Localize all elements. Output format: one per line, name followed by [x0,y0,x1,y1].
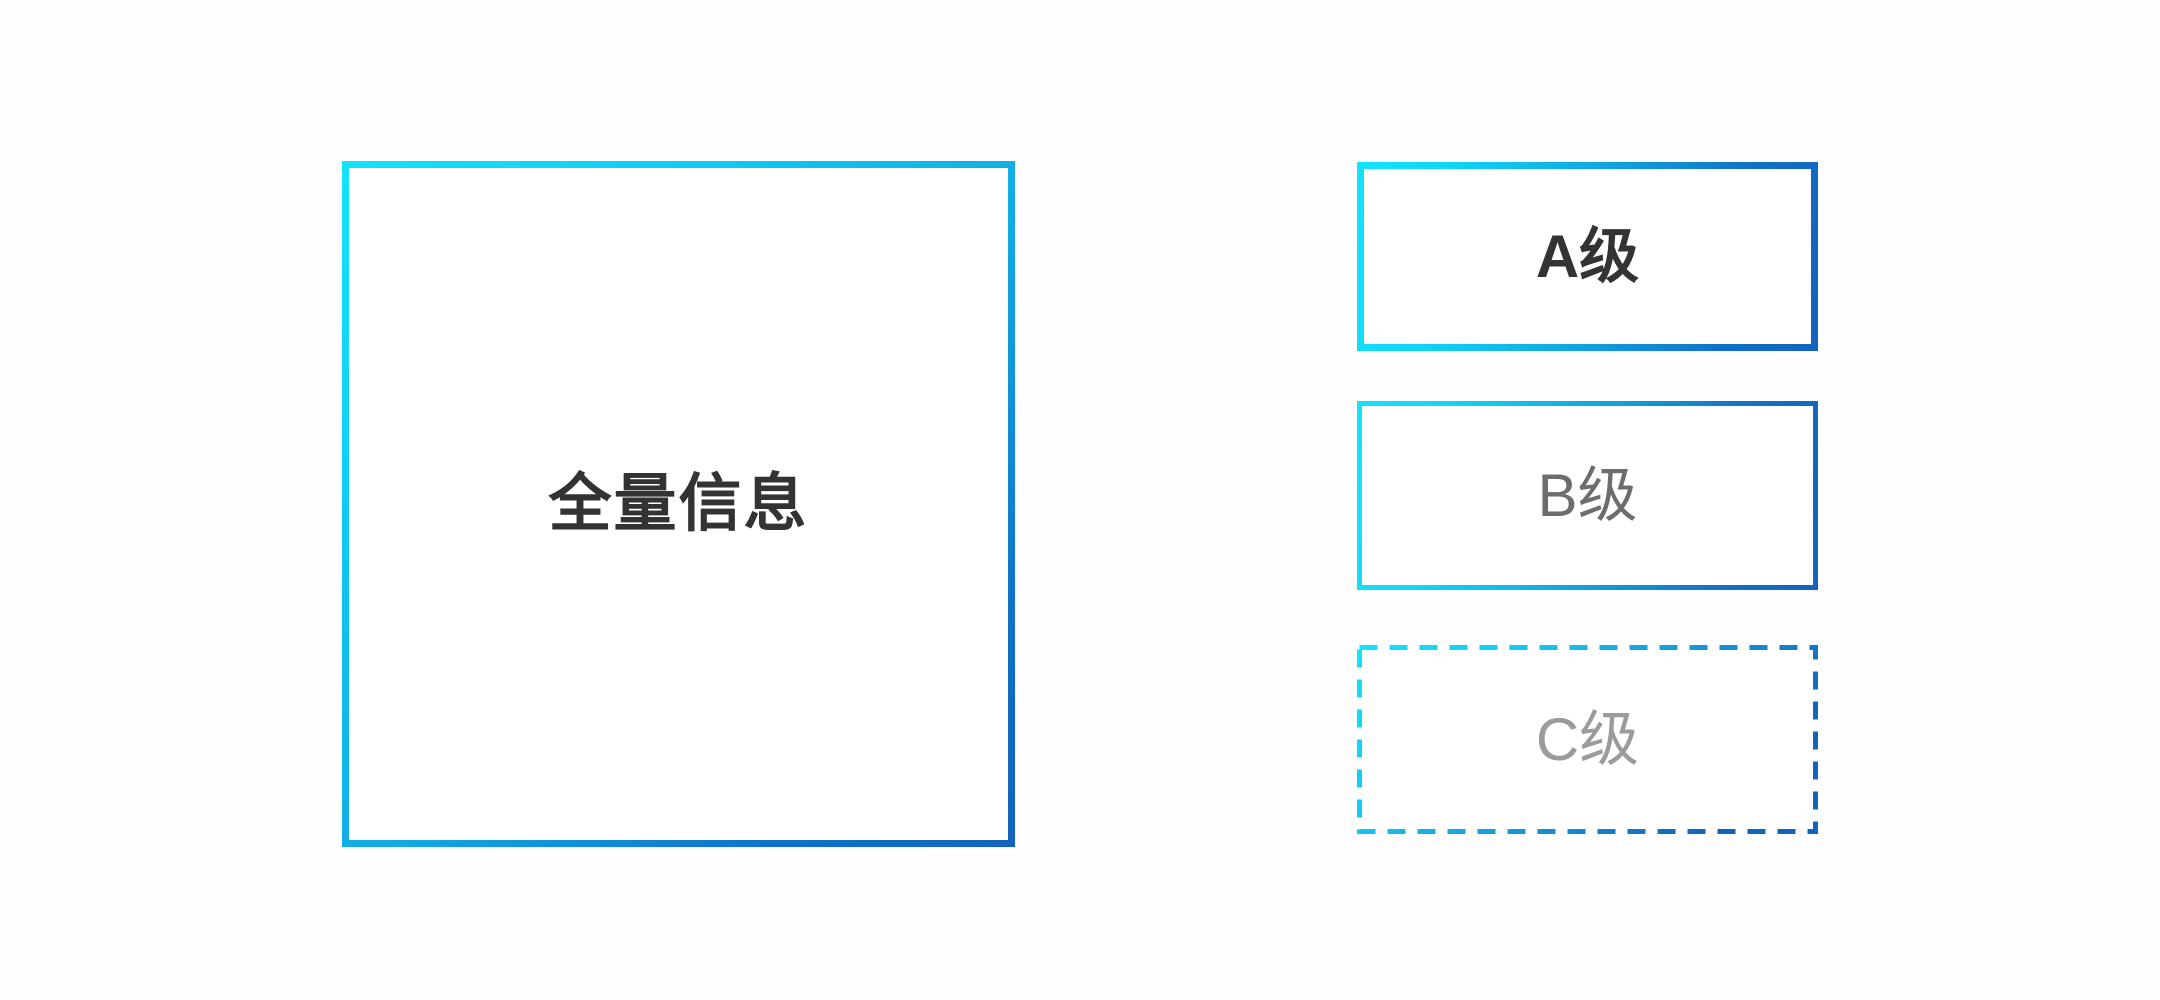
level-box-a[interactable]: A级 [1357,162,1818,351]
level-label-a: A级 [1535,222,1640,290]
level-box-c[interactable]: C级 [1357,645,1818,834]
level-label-c: C级 [1535,705,1640,773]
level-box-b[interactable]: B级 [1357,401,1818,590]
source-node-box[interactable]: 全量信息 [342,161,1015,847]
level-label-b: B级 [1537,461,1638,529]
source-node-label: 全量信息 [548,468,809,539]
